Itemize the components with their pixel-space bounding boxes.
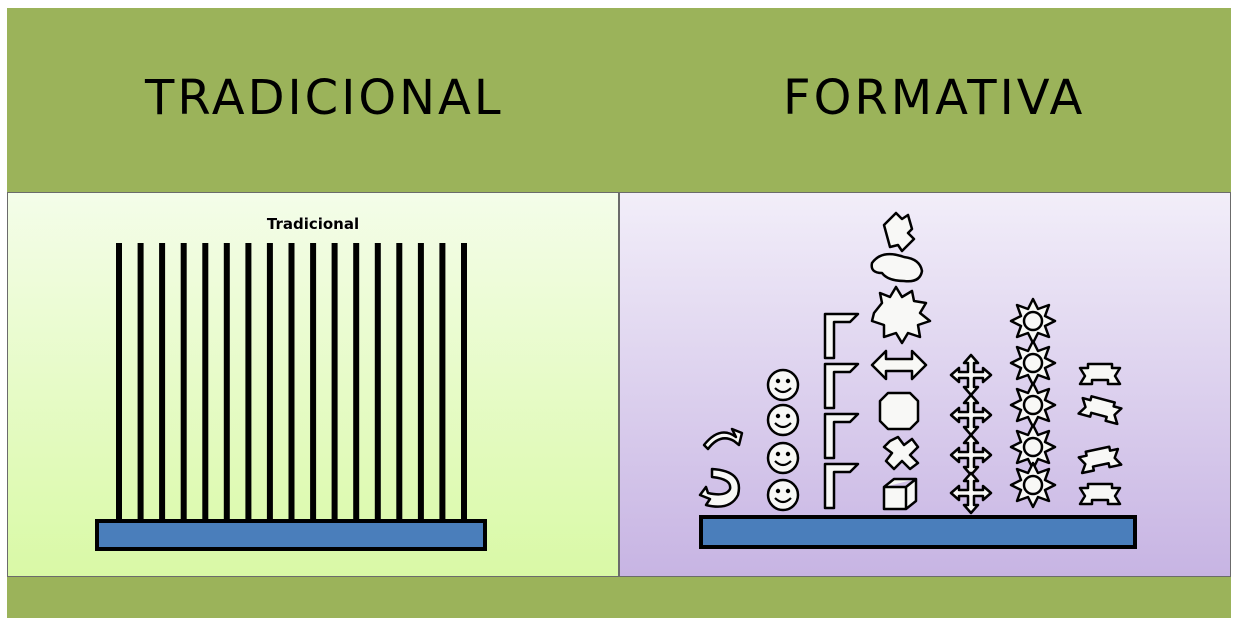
- heading-tradicional: TRADICIONAL: [145, 70, 504, 126]
- four-way-arrow-icon: [949, 393, 993, 437]
- four-way-arrow-icon: [949, 433, 993, 477]
- smiley-icon: [766, 403, 800, 437]
- base-platform-left: [95, 519, 487, 551]
- mixed-shapes-icon: [870, 211, 932, 511]
- uniform-bar: [288, 243, 295, 523]
- uniform-bar: [374, 243, 381, 523]
- sun-icon: [1009, 381, 1057, 429]
- uniform-bar: [396, 243, 403, 523]
- uniform-bar: [417, 243, 424, 523]
- panel-traditional: Tradicional: [7, 192, 619, 577]
- base-platform-right: [699, 515, 1137, 549]
- corner-bracket-icon: [823, 412, 860, 460]
- curved-arrow-icon: [698, 467, 741, 508]
- traditional-diagram-title: Tradicional: [266, 215, 360, 233]
- uniform-bar: [266, 243, 273, 523]
- smiley-icon: [766, 478, 800, 512]
- uniform-bar: [159, 243, 166, 523]
- uniform-bar: [331, 243, 338, 523]
- ribbon-banner-icon: [1078, 362, 1122, 386]
- uniform-bar: [223, 243, 230, 523]
- uniform-bar: [116, 243, 122, 523]
- uniform-bar: [353, 243, 360, 523]
- smiley-icon: [766, 368, 800, 402]
- uniform-bar: [461, 243, 467, 523]
- smiley-icon: [766, 441, 800, 475]
- uniform-bar: [439, 243, 446, 523]
- sun-icon: [1009, 461, 1057, 509]
- diverse-shapes: [698, 211, 1124, 515]
- heading-formativa: FORMATIVA: [783, 70, 1086, 126]
- four-way-arrow-icon: [949, 353, 993, 397]
- corner-bracket-icon: [823, 362, 860, 410]
- ribbon-banner-icon: [1077, 392, 1124, 426]
- uniform-bar: [137, 243, 144, 523]
- panel-formative: [619, 192, 1231, 577]
- four-way-arrow-icon: [949, 471, 993, 515]
- uniform-bar: [202, 243, 209, 523]
- uniform-bar: [180, 243, 187, 523]
- uniform-bar: [245, 243, 252, 523]
- sun-icon: [1009, 297, 1057, 345]
- corner-bracket-icon: [823, 312, 860, 360]
- sun-icon: [1009, 339, 1057, 387]
- ribbon-banner-icon: [1078, 482, 1122, 506]
- corner-bracket-icon: [823, 462, 860, 510]
- uniform-bar: [310, 243, 317, 523]
- ribbon-banner-icon: [1076, 443, 1123, 475]
- uniform-bars: [116, 243, 467, 523]
- curved-arrow-icon: [702, 427, 744, 451]
